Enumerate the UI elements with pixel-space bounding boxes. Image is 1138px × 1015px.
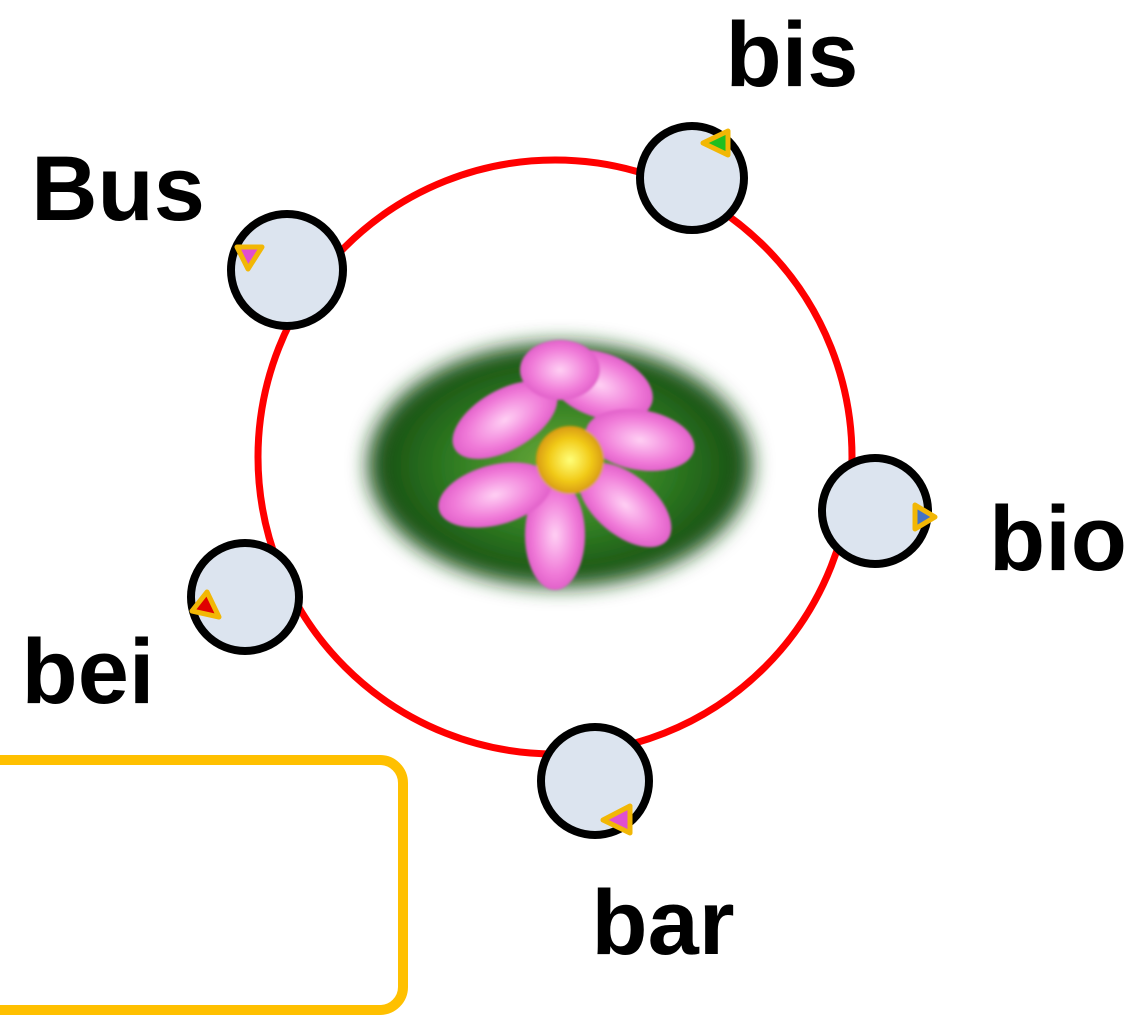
triangle-marker-icon — [189, 589, 222, 620]
node-bar[interactable]: bar — [537, 723, 735, 971]
node-bis[interactable]: bis — [636, 4, 859, 234]
triangle-marker-icon — [234, 244, 265, 272]
node-circle[interactable] — [537, 723, 653, 839]
word-label: bar — [591, 872, 734, 971]
node-circle[interactable] — [818, 454, 932, 568]
word-label: bio — [989, 488, 1127, 590]
triangle-marker-icon — [600, 803, 633, 836]
word-label: bis — [726, 4, 859, 106]
node-bio[interactable]: bio — [818, 454, 1127, 590]
word-ring-diagram: bis Bus bio bei bar — [22, 4, 1127, 971]
triangle-marker-icon — [700, 128, 731, 158]
word-label: Bus — [31, 138, 205, 240]
node-bei[interactable]: bei — [22, 539, 303, 723]
node-circle[interactable] — [227, 210, 347, 330]
triangle-marker-icon — [912, 502, 938, 532]
node-circle[interactable] — [187, 539, 303, 655]
flower-image — [368, 340, 752, 590]
node-Bus[interactable]: Bus — [31, 138, 347, 330]
word-label: bei — [22, 621, 155, 723]
